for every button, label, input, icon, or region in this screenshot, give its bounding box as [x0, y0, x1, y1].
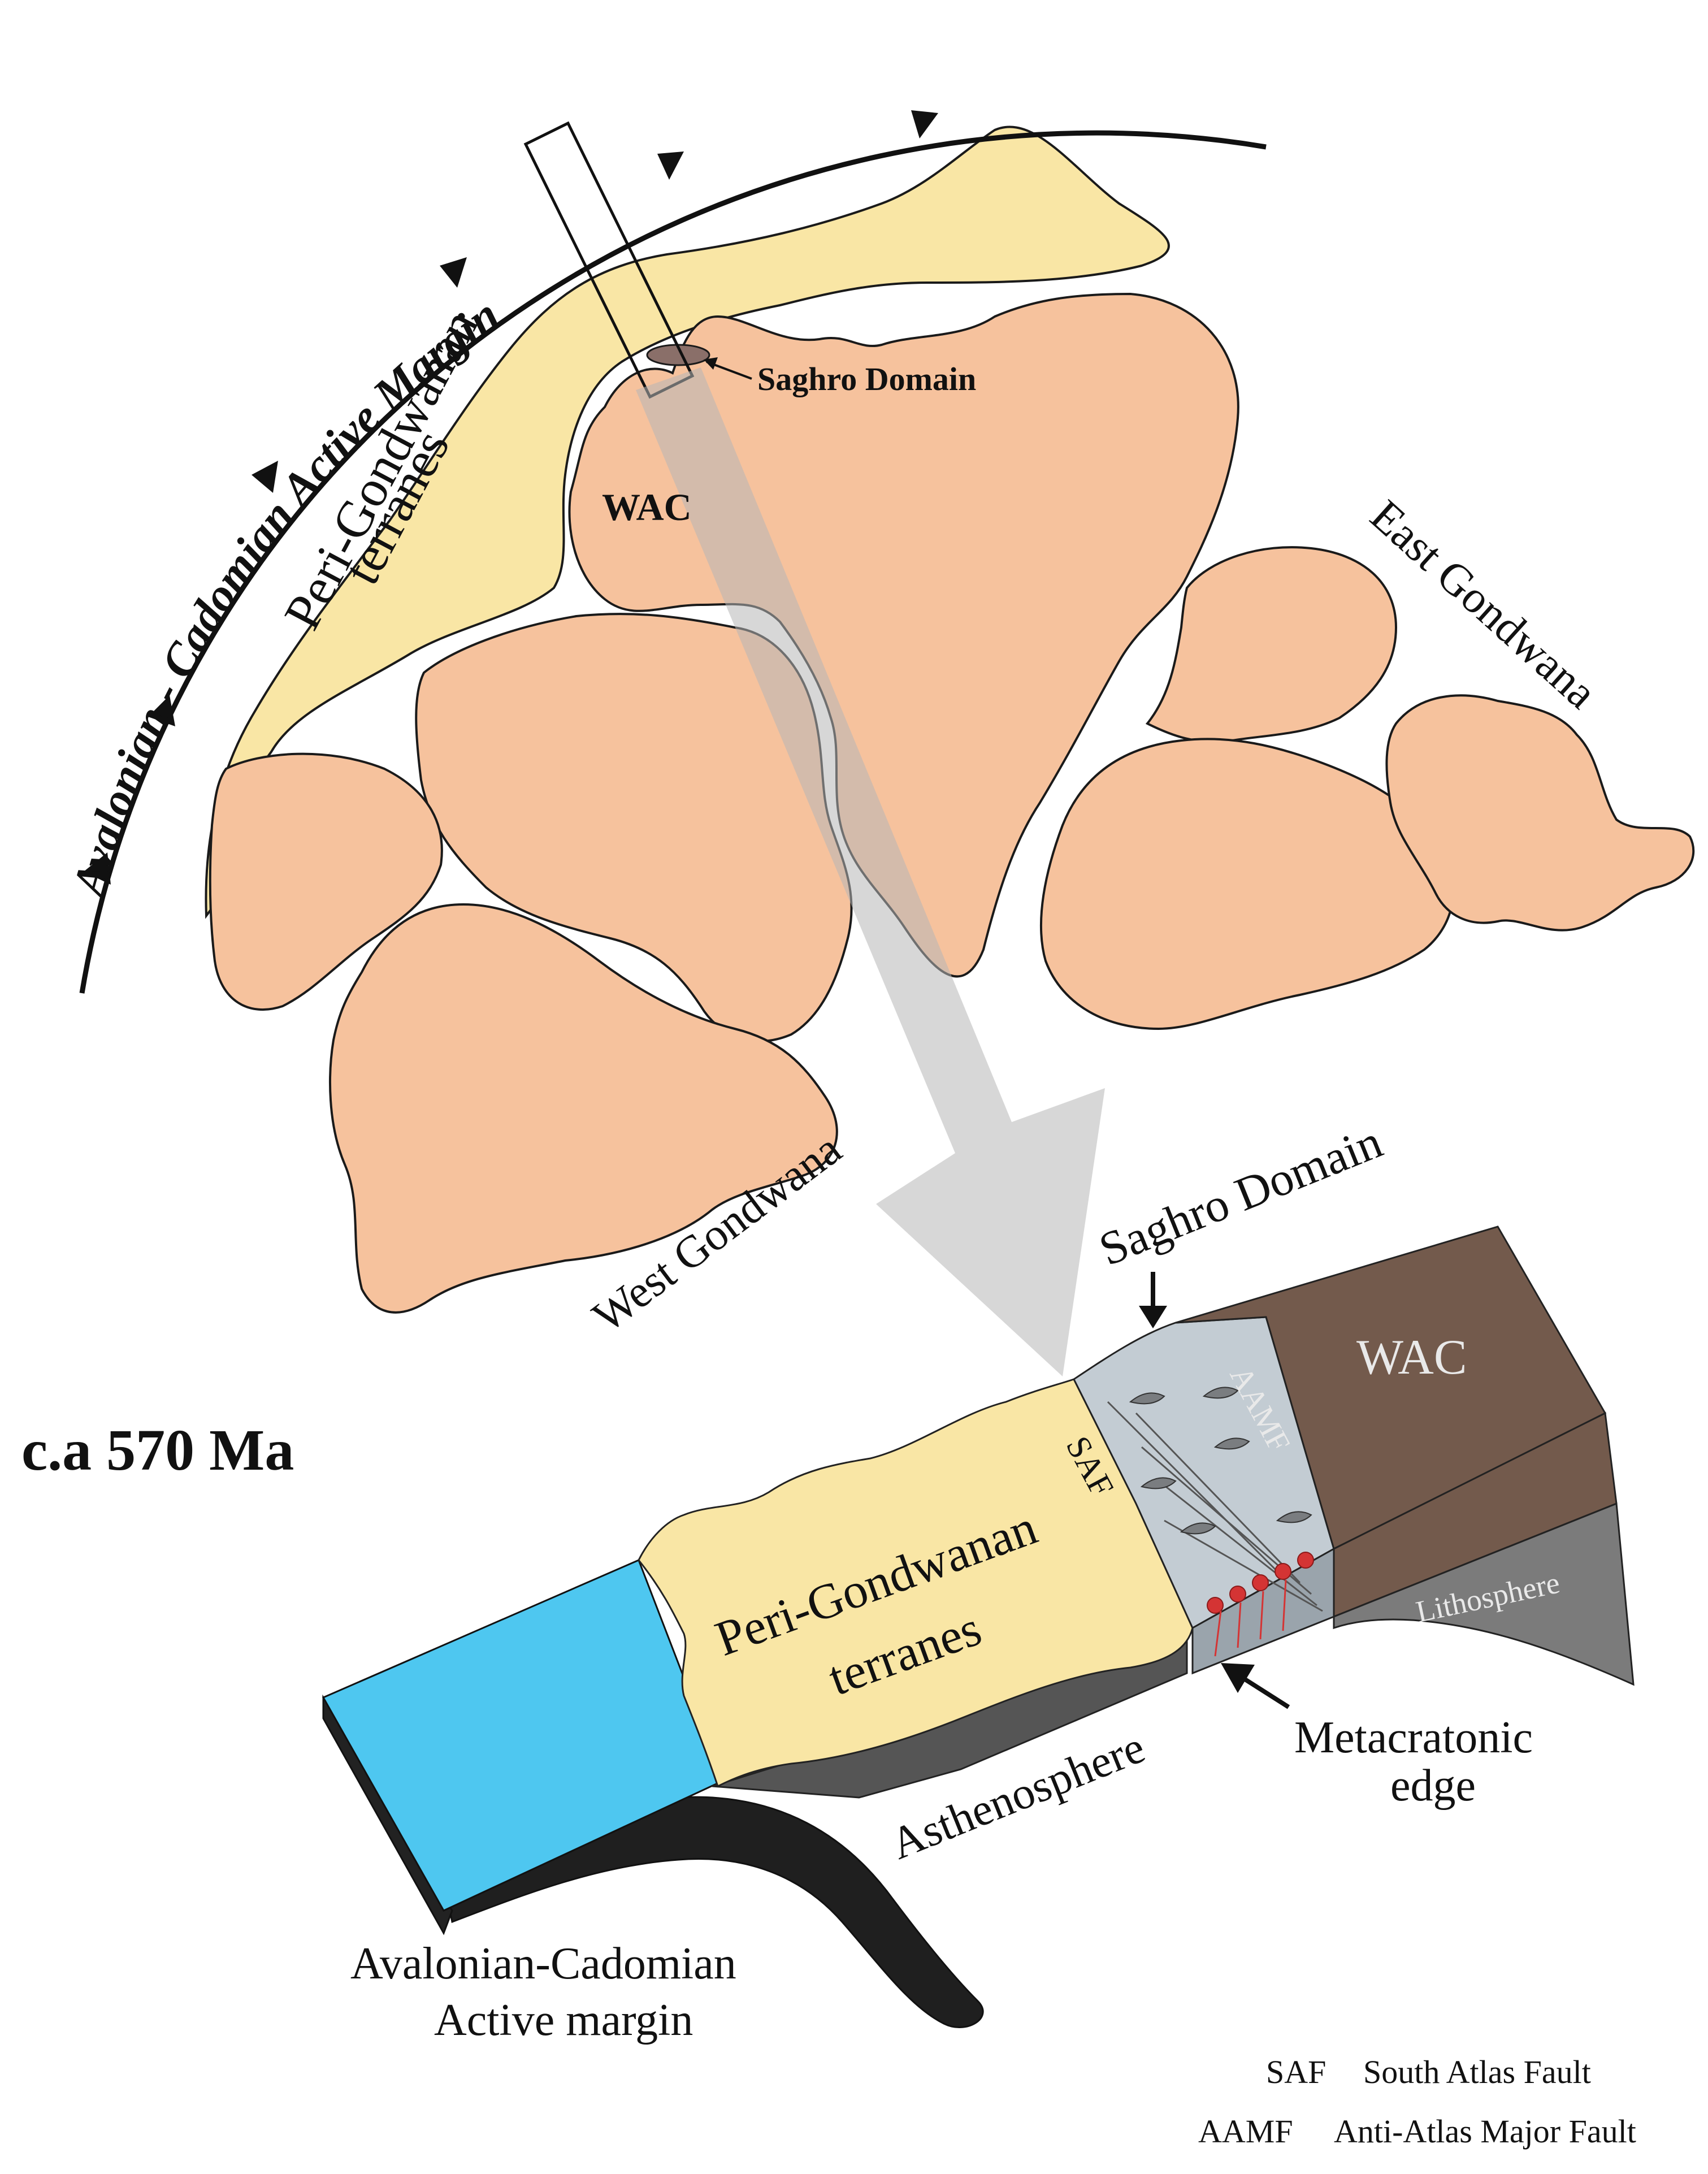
saghro-plutons [1129, 1387, 1312, 1535]
legend-abbr-aamf: AAMF [1198, 2113, 1293, 2150]
block-margin-label-1: Avalonian-Cadomian [350, 1939, 736, 1989]
map-saghro-pointer-head [704, 357, 718, 370]
legend-abbr-saf: SAF [1266, 2054, 1326, 2090]
projection-arrow [636, 367, 1105, 1376]
block-margin-label-2: Active margin [434, 1995, 693, 2045]
central-craton [415, 613, 853, 1042]
east-craton-1 [1145, 546, 1398, 743]
map-wac-label: WAC [602, 486, 692, 529]
peri-gondwanan-belt [205, 125, 1170, 919]
metacratonic-label-2: edge [1390, 1761, 1476, 1811]
block-saghro-label: Saghro Domain [1092, 1115, 1389, 1276]
melt-bodies [1207, 1552, 1314, 1614]
block-wac-label: WAC [1356, 1330, 1467, 1385]
metacratonic-label-1: Metacratonic [1294, 1713, 1533, 1762]
map-east-gondwana-label: East Gondwana [1361, 491, 1606, 718]
block-saghro-arrow-head [1139, 1306, 1167, 1328]
left-craton [209, 752, 443, 1011]
paleogeographic-map: Avalonian - Cadomian Active Margin Peri-… [62, 110, 1695, 1376]
map-saghro-label: Saghro Domain [757, 361, 976, 397]
peri-gondwanan-block [638, 1378, 1194, 1788]
legend-meaning-saf: South Atlas Fault [1363, 2054, 1591, 2090]
subduction-teeth [84, 110, 938, 885]
east-craton-3 [1385, 694, 1695, 932]
west-gondwana-craton [329, 903, 838, 1314]
subduction-arc [79, 130, 1267, 994]
melt-conduits [1214, 1579, 1287, 1657]
east-craton-2 [1040, 738, 1455, 1030]
metacratonic-arrow-head [1221, 1663, 1255, 1693]
legend-meaning-aamf: Anti-Atlas Major Fault [1334, 2113, 1636, 2150]
lithosphere-block [1333, 1502, 1635, 1686]
age-label: c.a 570 Ma [21, 1418, 294, 1483]
saghro-structures [1107, 1401, 1323, 1612]
abbreviation-legend: SAF South Atlas Fault AAMF Anti-Atlas Ma… [1198, 2054, 1636, 2150]
